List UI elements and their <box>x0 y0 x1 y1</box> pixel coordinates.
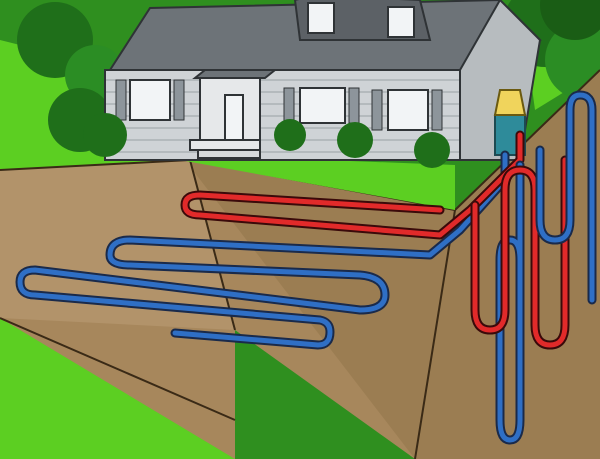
shrubs <box>83 113 450 168</box>
yard-strip <box>180 155 455 210</box>
ground-loop-pipes-icon <box>15 90 597 445</box>
heat-pump-unit-icon <box>493 89 527 156</box>
house-icon <box>104 0 542 161</box>
